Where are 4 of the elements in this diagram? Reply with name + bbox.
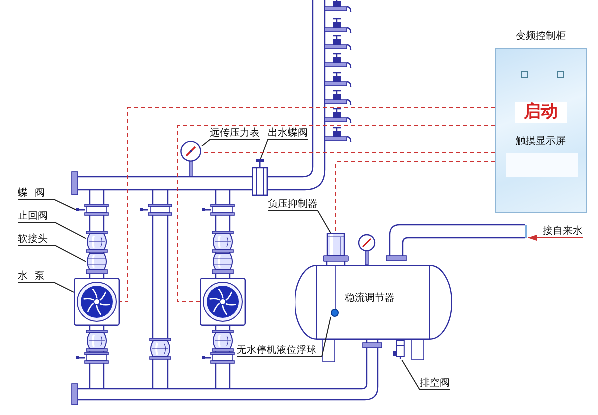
cabinet-title: 变频控制柜 [516,30,566,44]
start-label: 启动 [515,102,567,123]
screen-label: 触摸显示屏 [516,135,566,149]
tank-label: 稳流调节器 [345,293,395,305]
